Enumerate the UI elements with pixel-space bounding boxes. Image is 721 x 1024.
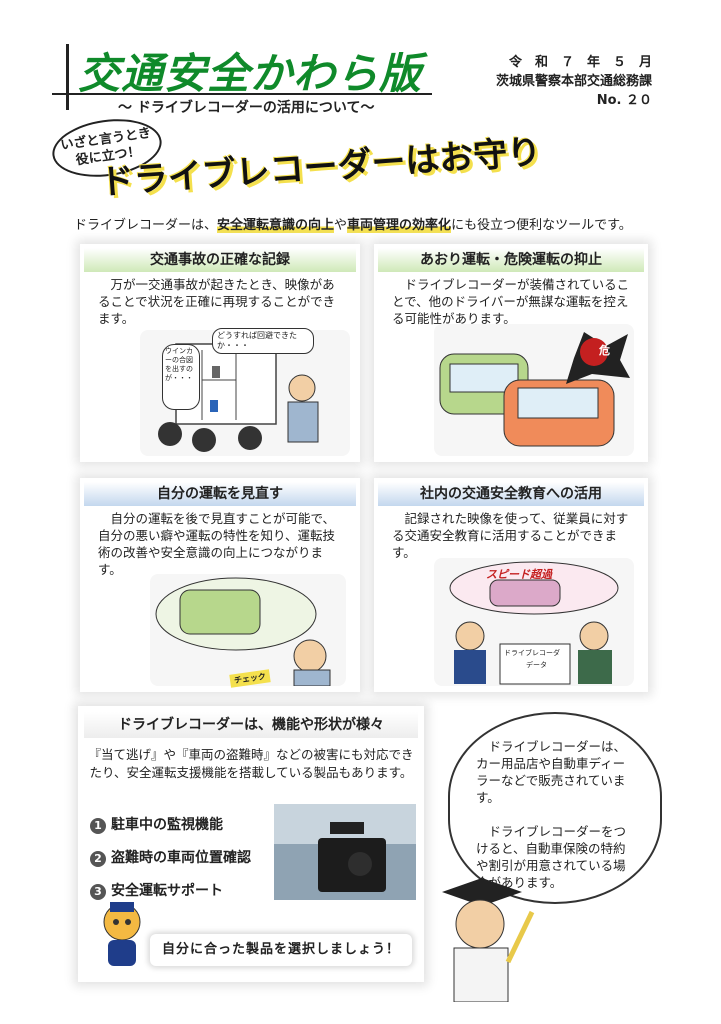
features-text: 『当て逃げ』や『車両の盗難時』などの被害にも対応できたり、安全運転支援機能を搭載… — [88, 747, 414, 780]
lead-sentence: ドライブレコーダーは、安全運転意識の向上や車両管理の効率化にも役立つ便利なツール… — [74, 214, 674, 233]
choose-product-message: 自分に合った製品を選択しましょう！ — [150, 934, 412, 966]
data-label-line2: データ — [526, 661, 547, 669]
feature-number: 2 — [90, 851, 106, 867]
data-label-line1: ドライブレコーダ — [504, 649, 560, 657]
dashcam-photo — [274, 804, 416, 900]
panel-company-education: 社内の交通安全教育への活用 記録された映像を使って、従業員に対する交通安全教育に… — [374, 478, 648, 692]
lead-highlight-1: 安全運転意識の向上 — [217, 218, 335, 233]
feature-label: 盗難時の車両位置確認 — [111, 850, 251, 866]
danger-sign: 危 — [599, 344, 610, 357]
panel-title: 自分の運転を見直す — [84, 482, 356, 506]
feature-item: 3 安全運転サポート — [90, 880, 223, 900]
panel-self-review: 自分の運転を見直す 自分の運転を後で見直すことが可能で、自分の悪い癖や運転の特性… — [80, 478, 360, 692]
dashcam-icon — [274, 804, 416, 900]
feature-label: 駐車中の監視機能 — [111, 817, 223, 833]
lead-post: にも役立つ便利なツールです。 — [451, 218, 632, 233]
newsletter-subtitle: ～ ドライブレコーダーの活用について～ — [118, 100, 375, 116]
mascot-icon — [96, 900, 148, 970]
lead-highlight-2: 車両管理の効率化 — [347, 218, 452, 233]
headline: ドライブレコーダーはお守り — [98, 132, 543, 203]
video-screen-icon — [449, 561, 619, 685]
training-illustration — [434, 558, 634, 686]
cars-icon — [439, 332, 630, 447]
speech-bubble: ウインカーの合図を出すのが・・・ — [162, 344, 200, 410]
features-heading: ドライブレコーダーは、機能や形状が様々 — [84, 712, 418, 738]
issue-meta: 令 和 ７ 年 ５ 月 茨城県警察本部交通総務課 No. ２０ — [484, 53, 652, 110]
feature-number: 1 — [90, 818, 106, 834]
panel-title: あおり運転・危険運転の抑止 — [378, 248, 644, 272]
feature-item: 2 盗難時の車両位置確認 — [90, 847, 251, 867]
driver-reflection-illustration — [150, 574, 346, 687]
panel-body: 万が一交通事故が起きたとき、映像があることで状況を正確に再現することができます。 — [98, 277, 336, 326]
panel-body: ドライブレコーダーが装備されていることで、他のドライバーが無謀な運転を控える可能… — [392, 277, 630, 326]
newsletter-title: 交通安全かわら版 — [78, 49, 423, 98]
panel-road-rage-deterrence: あおり運転・危険運転の抑止 ドライブレコーダーが装備されていることで、他のドライ… — [374, 244, 648, 462]
issue-date: 令 和 ７ 年 ５ 月 — [508, 55, 652, 70]
cloud-paragraph: ドライブレコーダーをつけると、自動車保険の特約や割引が用意されている場合がありま… — [476, 824, 627, 890]
cloud-paragraph: ドライブレコーダーは、カー用品店や自動車ディーラーなどで販売されています。 — [476, 739, 627, 805]
header-vertical-rule — [66, 44, 69, 110]
tailgating-illustration — [434, 324, 634, 456]
feature-number: 3 — [90, 884, 106, 900]
issuing-org: 茨城県警察本部交通総務課 — [495, 74, 652, 89]
thought-cloud — [448, 712, 662, 904]
speech-bubble: どうすれば回避できたか・・・ — [212, 328, 314, 354]
panel-accident-record: 交通事故の正確な記録 万が一交通事故が起きたとき、映像があることで状況を正確に再… — [80, 244, 360, 462]
driver-icon — [155, 577, 331, 687]
meeting-illustration — [140, 330, 350, 456]
teacher-icon — [432, 872, 542, 1003]
panel-title: 社内の交通安全教育への活用 — [378, 482, 644, 506]
panel-body: 自分の運転を後で見直すことが可能で、自分の悪い癖や運転の特性を知り、運転技術の改… — [98, 511, 336, 577]
screen-caption: スピード超過 — [486, 568, 552, 581]
feature-item: 1 駐車中の監視機能 — [90, 814, 223, 834]
panel-body: 記録された映像を使って、従業員に対する交通安全教育に活用することができます。 — [392, 511, 629, 560]
cloud-text: ドライブレコーダーは、カー用品店や自動車ディーラーなどで販売されています。 ドラ… — [476, 738, 636, 908]
feature-label: 安全運転サポート — [111, 883, 223, 899]
whiteboard-icon — [158, 343, 319, 452]
lead-pre: ドライブレコーダーは、 — [74, 218, 218, 233]
header-horizontal-rule — [52, 93, 432, 95]
lead-mid: や — [334, 218, 348, 233]
panel-title: 交通事故の正確な記録 — [84, 248, 356, 272]
issue-number: No. ２０ — [596, 93, 652, 108]
